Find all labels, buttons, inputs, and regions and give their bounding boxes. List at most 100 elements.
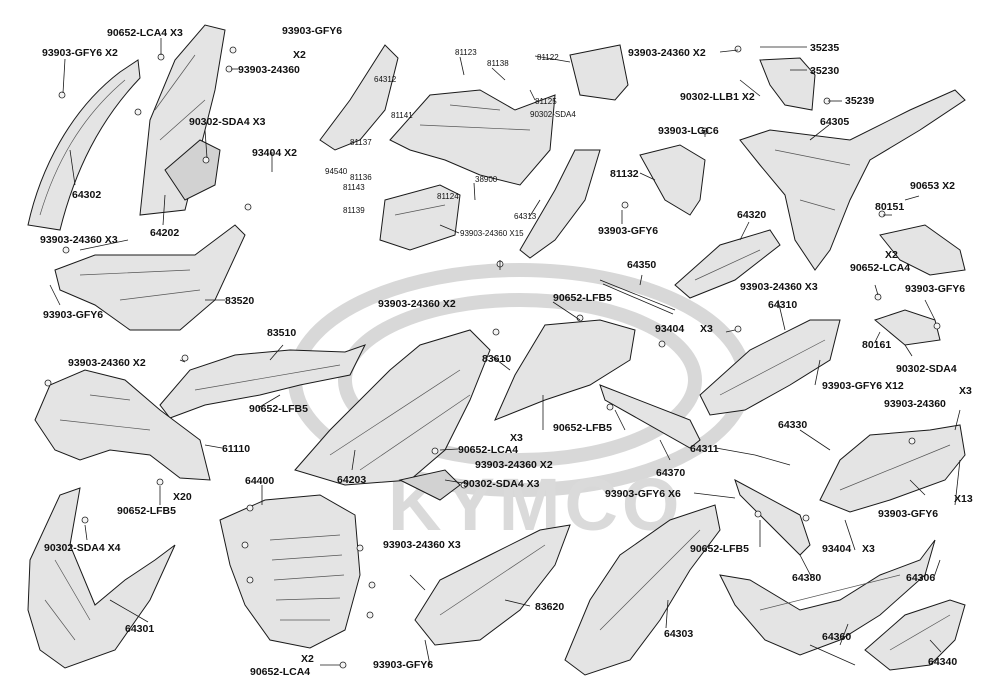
part-83620-lower-panel xyxy=(414,524,571,646)
label-93903-24360-x2-d: 93903-24360 X2 xyxy=(475,459,553,471)
fastener-clip xyxy=(908,437,916,445)
label-90652-lfb5-a: 90652-LFB5 xyxy=(553,292,612,304)
label-93903-24360-x2-c: 93903-24360 X2 xyxy=(68,357,146,369)
part-64360-strip xyxy=(809,644,856,666)
label-90652-lca4-c: 90652-LCA4 xyxy=(250,666,310,678)
label-90302-sda4-x3: 90302-SDA4 X3 xyxy=(189,116,266,128)
label-93903-gfy6-b: 93903-GFY6 xyxy=(43,309,103,321)
part-81141-inner-tray xyxy=(389,89,556,186)
label-93903-24360-x3-b: 93903-24360 X3 xyxy=(740,281,818,293)
part-64202-inner-panel xyxy=(139,24,226,216)
fastener-clip xyxy=(460,481,468,489)
label-93903-gfy6-f: 93903-GFY6 xyxy=(373,659,433,671)
fastener-clip xyxy=(802,514,810,522)
label-83620: 83620 xyxy=(535,601,564,613)
label-64400: 64400 xyxy=(245,475,274,487)
label-93903-gfy6-x2: 93903-GFY6 X2 xyxy=(42,47,118,59)
label-93903-gfy6: 93903-GFY6 xyxy=(282,25,342,37)
part-64301-front-cover xyxy=(27,487,176,669)
label-83520: 83520 xyxy=(225,295,254,307)
label-x2-b: X2 xyxy=(885,249,898,261)
label-61110: 61110 xyxy=(222,443,250,455)
fastener-clip xyxy=(339,661,347,669)
label-90652-lfb5-d: 90652-LFB5 xyxy=(117,505,176,517)
part-number-labels: 90652-LCA4 X3 93903-GFY6 X2 93903-24360 … xyxy=(40,25,973,678)
fastener-clip xyxy=(492,328,500,336)
label-93903-gfy6-d: 93903-GFY6 xyxy=(905,283,965,295)
label-81138: 81138 xyxy=(487,59,509,68)
label-90652-lfb5-e: 90652-LFB5 xyxy=(690,543,749,555)
label-64340: 64340 xyxy=(928,656,957,668)
label-38900: 38900 xyxy=(475,175,498,184)
fastener-clip xyxy=(44,379,52,387)
part-64306-lower-cover xyxy=(719,539,936,656)
fastener-clip xyxy=(244,203,252,211)
label-81124: 81124 xyxy=(437,192,459,201)
label-35239: 35239 xyxy=(845,95,874,107)
label-90302-sda4-b: 90302-SDA4 xyxy=(896,363,957,375)
label-64311: 64311 xyxy=(690,443,719,455)
fastener-clip xyxy=(62,246,70,254)
label-80161: 80161 xyxy=(862,339,891,351)
label-90302-sda4-x3-b: 90302-SDA4 X3 xyxy=(463,478,540,490)
label-64330: 64330 xyxy=(778,419,807,431)
label-64306: 64306 xyxy=(906,572,935,584)
fastener-clip xyxy=(658,340,666,348)
label-64301: 64301 xyxy=(125,623,154,635)
fastener-clip xyxy=(606,403,614,411)
label-64380: 64380 xyxy=(792,572,821,584)
label-81125: 81125 xyxy=(535,97,557,106)
label-x2-c: X2 xyxy=(301,653,314,665)
label-90652-lfb5-b: 90652-LFB5 xyxy=(249,403,308,415)
label-64350: 64350 xyxy=(627,259,656,271)
part-64370-rail xyxy=(599,384,701,449)
fastener-clip xyxy=(156,478,164,486)
part-64303-side-cover xyxy=(564,504,721,676)
fastener-clip xyxy=(734,325,742,333)
label-x3-c: X3 xyxy=(510,432,523,444)
label-93903-24360: 93903-24360 xyxy=(238,64,300,76)
part-64400-grille xyxy=(219,494,361,649)
label-x20: X20 xyxy=(173,491,192,503)
label-64370: 64370 xyxy=(656,467,685,479)
fastener-clip xyxy=(134,108,142,116)
label-64360: 64360 xyxy=(822,631,851,643)
fastener-clip xyxy=(431,447,439,455)
part-64305-side-panel xyxy=(739,89,966,271)
label-81139: 81139 xyxy=(343,206,365,215)
label-93404-a: 93404 xyxy=(655,323,684,335)
label-81141: 81141 xyxy=(391,111,413,120)
part-64302-side-cover xyxy=(27,59,141,231)
label-x3-a: X3 xyxy=(700,323,713,335)
fastener-clip xyxy=(368,581,376,589)
label-93903-24360-x3-c: 93903-24360 X3 xyxy=(383,539,461,551)
part-83510-lower-bracket xyxy=(159,344,366,419)
label-x3-d: X3 xyxy=(862,543,875,555)
label-64203: 64203 xyxy=(337,474,366,486)
label-90652-lfb5-c: 90652-LFB5 xyxy=(553,422,612,434)
label-83510: 83510 xyxy=(267,327,296,339)
fastener-clip xyxy=(754,510,762,518)
fastener-clip xyxy=(576,314,584,322)
label-81137: 81137 xyxy=(350,138,372,147)
part-35230-bracket xyxy=(759,57,816,111)
fastener-clip xyxy=(878,210,886,218)
label-93903-24360-x2-a: 93903-24360 X2 xyxy=(628,47,706,59)
label-x3-b: X3 xyxy=(959,385,972,397)
fastener-clip xyxy=(246,504,254,512)
label-93404-x2: 93404 X2 xyxy=(252,147,297,159)
fastener-clip xyxy=(81,516,89,524)
label-64305: 64305 xyxy=(820,116,849,128)
leader-lines xyxy=(49,38,961,666)
kymco-watermark-logo: KYMCO xyxy=(288,263,752,546)
label-93903-lgc6: 93903-LGC6 xyxy=(658,125,719,137)
fastener-clip xyxy=(58,91,66,99)
part-64320-trim xyxy=(674,229,781,299)
part-80161-bracket xyxy=(873,309,941,346)
label-64202: 64202 xyxy=(150,227,179,239)
label-x13: X13 xyxy=(954,493,973,505)
part-64330-floor-right xyxy=(819,424,966,513)
label-90652-lca4-x3: 90652-LCA4 X3 xyxy=(107,27,183,39)
